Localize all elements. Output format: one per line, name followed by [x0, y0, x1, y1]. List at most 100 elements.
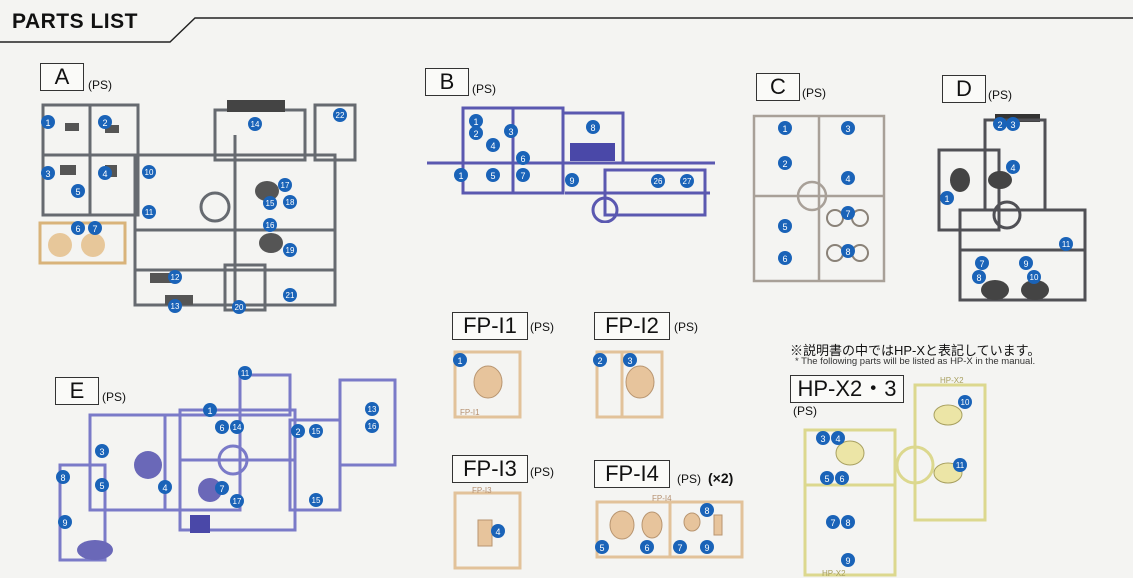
svg-text:11: 11 — [145, 208, 154, 217]
svg-text:9: 9 — [1023, 259, 1028, 269]
fp-i1-tag: FP-I1 — [460, 408, 480, 417]
svg-text:8: 8 — [976, 273, 981, 283]
svg-text:2: 2 — [597, 356, 602, 366]
svg-text:7: 7 — [219, 484, 224, 494]
runner-hp-x2-3-diagram: HP-X2 HP-X2 3 4 5 6 7 8 9 10 11 — [803, 376, 987, 578]
svg-text:1: 1 — [207, 406, 212, 416]
svg-text:3: 3 — [508, 127, 513, 137]
svg-text:9: 9 — [845, 556, 850, 566]
svg-text:7: 7 — [92, 224, 97, 234]
runner-a-badges: 1 2 3 4 5 6 7 10 11 12 13 14 15 16 17 18… — [41, 108, 347, 314]
svg-text:16: 16 — [266, 221, 275, 230]
svg-text:6: 6 — [782, 254, 787, 264]
runner-fp-i4-diagram: FP-I4 5 6 7 8 9 — [595, 494, 744, 559]
svg-text:14: 14 — [251, 120, 260, 129]
runner-b-ps: (PS) — [472, 82, 496, 96]
fp-i4-tag: FP-I4 — [652, 494, 672, 503]
svg-text:6: 6 — [75, 224, 80, 234]
svg-text:3: 3 — [1010, 120, 1015, 130]
runner-fp-i2-ps: (PS) — [674, 320, 698, 334]
svg-text:6: 6 — [219, 423, 224, 433]
runner-e-label: E — [55, 377, 99, 405]
svg-text:6: 6 — [520, 154, 525, 164]
svg-text:11: 11 — [1062, 240, 1071, 249]
hp-x2-bottom-tag: HP-X2 — [822, 569, 846, 578]
svg-text:15: 15 — [266, 199, 275, 208]
svg-text:5: 5 — [824, 474, 829, 484]
hp-x2-top-tag: HP-X2 — [940, 376, 964, 385]
svg-text:7: 7 — [830, 518, 835, 528]
runner-fp-i1-label: FP-I1 — [452, 312, 528, 340]
svg-text:1: 1 — [944, 194, 949, 204]
svg-text:2: 2 — [997, 120, 1002, 130]
svg-text:9: 9 — [569, 176, 574, 186]
svg-text:9: 9 — [62, 518, 67, 528]
svg-text:1: 1 — [458, 171, 463, 181]
runner-b-label: B — [425, 68, 469, 96]
svg-text:4: 4 — [845, 174, 850, 184]
runner-fp-i1-diagram: FP-I1 1 — [453, 350, 522, 419]
svg-text:7: 7 — [677, 543, 682, 553]
runner-e-diagram: 1 2 3 4 5 6 7 8 9 11 13 14 15 15 16 17 — [56, 366, 397, 562]
svg-text:5: 5 — [490, 171, 495, 181]
runner-a-label: A — [40, 63, 84, 91]
svg-text:1: 1 — [782, 124, 787, 134]
svg-text:16: 16 — [368, 422, 377, 431]
svg-text:13: 13 — [171, 302, 180, 311]
runner-fp-i4-label: FP-I4 — [594, 460, 670, 488]
svg-text:18: 18 — [286, 198, 295, 207]
svg-text:26: 26 — [654, 177, 663, 186]
svg-text:15: 15 — [312, 496, 321, 505]
svg-text:4: 4 — [835, 434, 840, 444]
svg-text:14: 14 — [233, 423, 242, 432]
title-rule — [0, 17, 1133, 43]
runner-hp-x2-3-ps: (PS) — [793, 404, 817, 418]
svg-text:3: 3 — [99, 447, 104, 457]
svg-text:6: 6 — [839, 474, 844, 484]
runner-fp-i1-ps: (PS) — [530, 320, 554, 334]
svg-text:3: 3 — [627, 356, 632, 366]
runner-fp-i3-ps: (PS) — [530, 465, 554, 479]
runner-fp-i3-label: FP-I3 — [452, 455, 528, 483]
svg-text:3: 3 — [820, 434, 825, 444]
fp-i3-tag: FP-I3 — [472, 486, 492, 495]
svg-text:3: 3 — [45, 169, 50, 179]
page-title: PARTS LIST — [12, 10, 138, 33]
runner-b-badges: 1 2 3 4 5 6 7 8 9 1 26 27 — [454, 114, 694, 188]
runner-a-diagram: 1 2 3 4 5 6 7 10 11 12 13 14 15 16 17 18… — [38, 100, 357, 314]
svg-text:17: 17 — [233, 497, 242, 506]
svg-text:2: 2 — [102, 118, 107, 128]
svg-text:7: 7 — [979, 259, 984, 269]
svg-text:12: 12 — [171, 273, 180, 282]
svg-text:3: 3 — [845, 124, 850, 134]
runner-fp-i2-diagram: 2 3 — [593, 350, 664, 419]
svg-text:8: 8 — [590, 123, 595, 133]
svg-text:6: 6 — [644, 543, 649, 553]
svg-text:1: 1 — [457, 356, 462, 366]
runner-fp-i4-ps: (PS) — [677, 472, 701, 486]
runner-b-diagram: 1 2 3 4 5 6 7 8 9 1 26 27 — [427, 106, 715, 223]
runner-d-ps: (PS) — [988, 88, 1012, 102]
svg-text:2: 2 — [782, 159, 787, 169]
svg-text:4: 4 — [102, 169, 107, 179]
svg-text:4: 4 — [1010, 163, 1015, 173]
svg-text:1: 1 — [473, 117, 478, 127]
runner-e-ps: (PS) — [102, 390, 126, 404]
runner-fp-i4-qty: (×2) — [708, 470, 734, 486]
svg-text:11: 11 — [241, 369, 250, 378]
svg-text:5: 5 — [99, 481, 104, 491]
runner-d-label: D — [942, 75, 986, 103]
runner-d-badges: 1 2 3 4 7 8 9 10 11 — [940, 117, 1073, 284]
svg-text:11: 11 — [956, 461, 965, 470]
svg-text:2: 2 — [295, 427, 300, 437]
svg-text:5: 5 — [782, 222, 787, 232]
svg-text:5: 5 — [75, 187, 80, 197]
svg-text:4: 4 — [490, 141, 495, 151]
runner-c-badges: 1 2 3 4 5 6 7 8 — [778, 121, 855, 265]
svg-text:2: 2 — [473, 129, 478, 139]
svg-text:8: 8 — [704, 506, 709, 516]
svg-text:22: 22 — [336, 111, 345, 120]
svg-text:4: 4 — [162, 483, 167, 493]
svg-text:20: 20 — [235, 303, 244, 312]
svg-text:27: 27 — [683, 177, 692, 186]
